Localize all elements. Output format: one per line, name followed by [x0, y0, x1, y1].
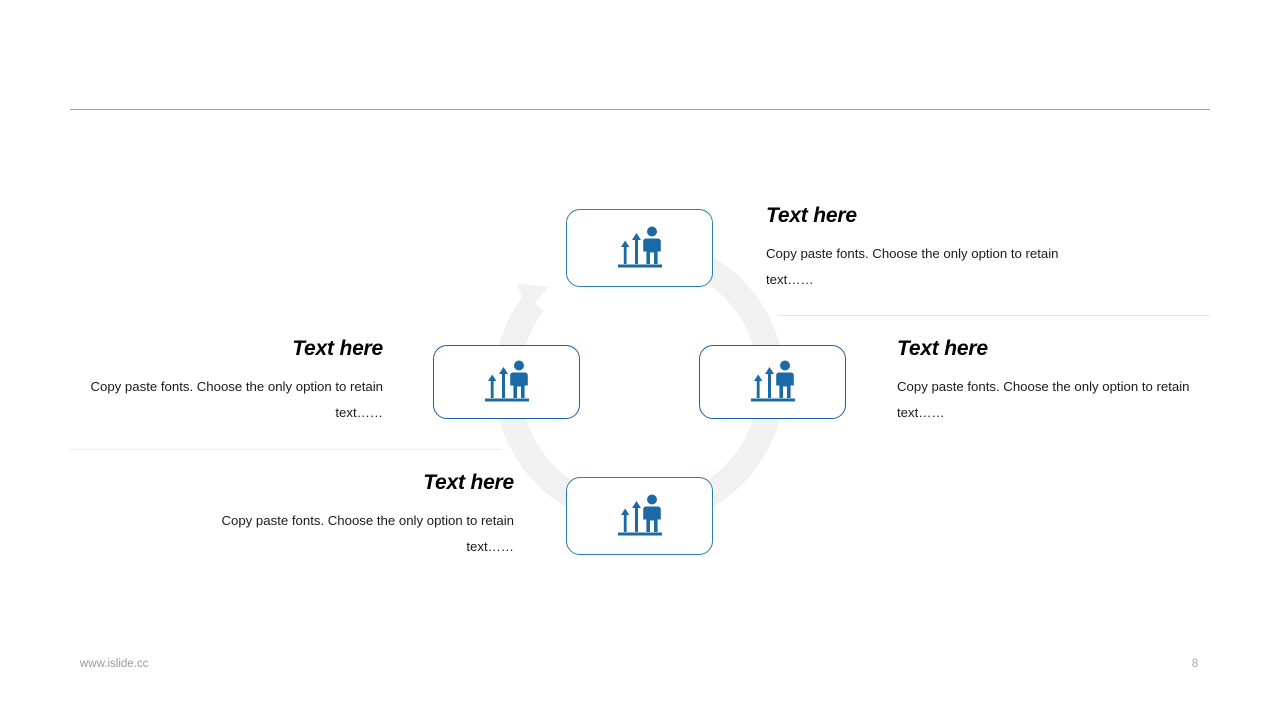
divider-right-text	[778, 315, 1210, 316]
growth-person-icon	[750, 360, 795, 402]
growth-person-icon	[617, 226, 662, 268]
cycle-node-card-right[interactable]	[699, 345, 846, 419]
text-block-mid-left: Text here Copy paste fonts. Choose the o…	[71, 337, 383, 426]
text-block-heading: Text here	[423, 471, 514, 494]
cycle-node-card-bottom[interactable]	[566, 477, 713, 555]
text-block-body: Copy paste fonts. Choose the only option…	[90, 379, 383, 421]
text-block-body: Copy paste fonts. Choose the only option…	[221, 513, 514, 555]
cycle-node-card-left[interactable]	[433, 345, 580, 419]
text-block-mid-right: Text here Copy paste fonts. Choose the o…	[897, 337, 1209, 426]
divider-top	[70, 109, 1210, 110]
growth-person-icon	[484, 360, 529, 402]
footer-url[interactable]: www.islide.cc	[80, 658, 149, 670]
text-block-heading: Text here	[766, 204, 857, 227]
text-block-bottom-left: Text here Copy paste fonts. Choose the o…	[202, 471, 514, 560]
cycle-node-card-top[interactable]	[566, 209, 713, 287]
text-block-heading: Text here	[897, 337, 988, 360]
cycle-arrow-ring	[465, 207, 815, 557]
text-block-heading: Text here	[292, 337, 383, 360]
growth-person-icon	[617, 494, 662, 536]
text-block-body: Copy paste fonts. Choose the only option…	[897, 379, 1190, 421]
text-block-body: Copy paste fonts. Choose the only option…	[766, 246, 1059, 288]
text-block-top-right: Text here Copy paste fonts. Choose the o…	[766, 204, 1078, 293]
divider-left-text	[70, 449, 502, 450]
page-number-label: 8	[1191, 658, 1199, 670]
